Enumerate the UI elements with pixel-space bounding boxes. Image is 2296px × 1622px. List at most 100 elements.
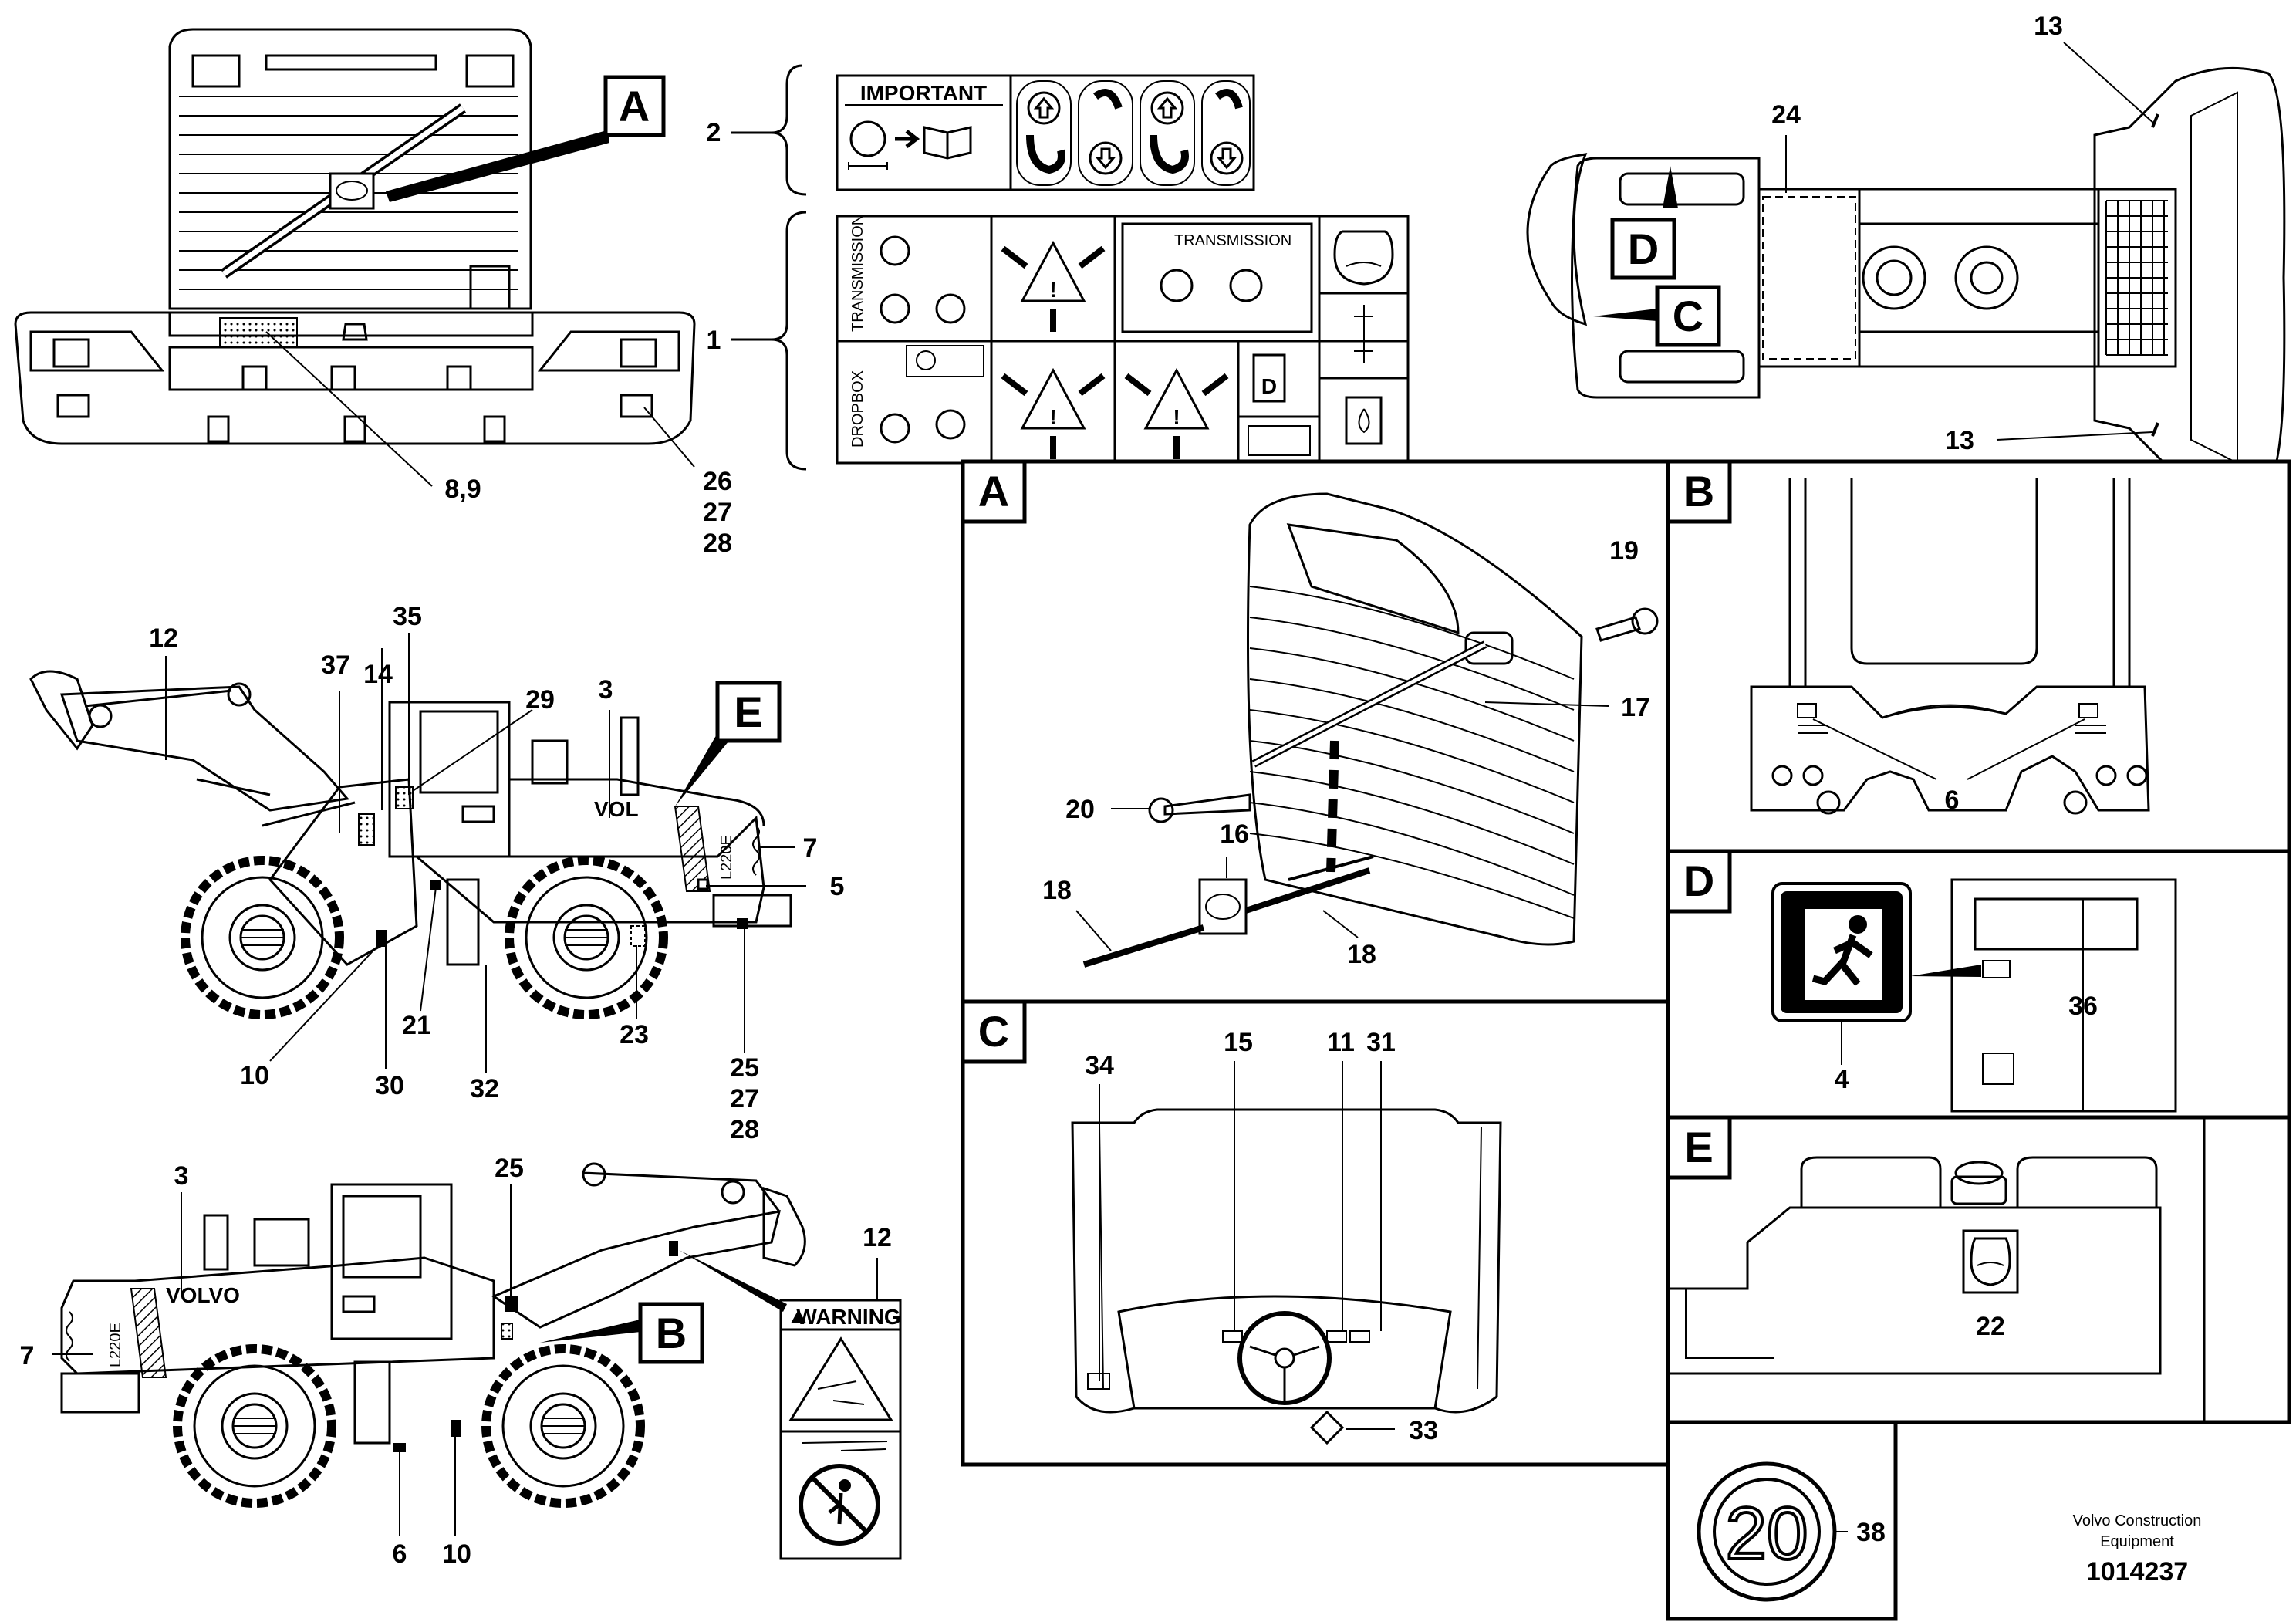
grille-detail-drawing: [1082, 492, 1659, 968]
box-letter-d-top: D: [1628, 225, 1659, 273]
callout-11: 11: [1327, 1028, 1355, 1057]
callout-22: 22: [1976, 1312, 2005, 1341]
callout-2: 2: [707, 118, 721, 147]
side-view-right-drawing: VOLVO L220E: [60, 1162, 806, 1508]
transmission-vertical-label: TRANSMISSION: [849, 215, 866, 332]
box-letter-b-side: B: [656, 1309, 687, 1357]
panel-c-letter: C: [978, 1007, 1009, 1056]
leader-a-main: [386, 130, 609, 202]
callout-6-panel-b: 6: [1945, 786, 1960, 815]
emergency-exit-decal: [1771, 882, 1912, 1022]
box-letter-c-top: C: [1673, 292, 1703, 340]
box-letter-a-main: A: [619, 82, 650, 130]
callout-1: 1: [707, 326, 721, 355]
rear-grille-grid: [2105, 200, 2168, 356]
front-view-drawing: [14, 28, 696, 445]
callout-18-right: 18: [1347, 940, 1376, 969]
detail-panel-e: [1666, 1115, 2291, 1424]
callout-38: 38: [1856, 1518, 1886, 1547]
footer-company-line2: Equipment: [2100, 1533, 2174, 1550]
callout-29: 29: [525, 685, 555, 715]
dropbox-vertical-label: DROPBOX: [849, 370, 866, 448]
svg-text:!: !: [1173, 405, 1180, 429]
callout-27-side-a: 27: [730, 1084, 759, 1113]
leader-18-left: [1075, 910, 1112, 951]
fuel-d-letter: D: [1261, 374, 1277, 398]
detail-panel-d: [1666, 849, 2291, 1120]
warning-decal-text: WARNING: [796, 1305, 900, 1329]
hatched-decal-side-b: [130, 1288, 167, 1378]
callout-37: 37: [321, 650, 350, 680]
callout-4: 4: [1835, 1065, 1849, 1094]
callout-20: 20: [1065, 795, 1095, 824]
callout-14: 14: [363, 660, 393, 689]
panel-e-letter: E: [1684, 1123, 1713, 1171]
leader-6-left: [1812, 718, 1937, 780]
callout-34: 34: [1085, 1051, 1114, 1080]
lifting-eye-icons: [1016, 80, 1251, 186]
callout-23: 23: [620, 1020, 649, 1049]
volvo-logo-badge: [329, 172, 375, 210]
callout-33: 33: [1409, 1416, 1438, 1445]
callout-5: 5: [830, 872, 845, 901]
rear-wheel-side-a: [505, 856, 668, 1019]
cab-door-detail: [1950, 878, 2177, 1113]
leader-c-top: [1593, 309, 1657, 321]
detail-panel-b: [1666, 459, 2291, 853]
callout-31: 31: [1366, 1028, 1396, 1057]
leader-6-right: [1967, 718, 2085, 780]
decal-37: [358, 813, 375, 846]
speed-limit-sign: 20: [1697, 1461, 1837, 1602]
panel-d-letter: D: [1683, 857, 1714, 905]
leader-e-side: [675, 733, 729, 806]
callout-28-side-a: 28: [730, 1115, 759, 1144]
callout-25-side-b: 25: [495, 1154, 524, 1183]
callout-13-bottom: 13: [1945, 426, 1974, 455]
callout-12-side-a: 12: [149, 623, 178, 653]
callout-26: 26: [703, 467, 732, 496]
callout-17: 17: [1621, 693, 1650, 722]
leader-17: [1484, 701, 1609, 707]
callout-25-side-a: 25: [730, 1053, 759, 1083]
hatched-decal-e: [674, 806, 711, 892]
leader-d-top: [1663, 166, 1678, 208]
decal-29: [395, 786, 414, 809]
side-view-left-drawing: VOL L220E: [29, 670, 792, 1019]
hydraulic-tank-detail: [1670, 1117, 2206, 1422]
callout-19: 19: [1609, 536, 1639, 566]
callout-13-top: 13: [2034, 12, 2063, 41]
transmission-box-label: TRANSMISSION: [1174, 232, 1292, 249]
speed-sign-number: 20: [1726, 1492, 1808, 1575]
decal-set-2: IMPORTANT: [731, 64, 1255, 196]
drawing-number: 1014237: [2086, 1557, 2188, 1587]
callout-10-side-b: 10: [442, 1539, 471, 1569]
svg-text:!: !: [1049, 278, 1056, 302]
callout-7-side-b: 7: [20, 1341, 35, 1370]
leader-b-side: [540, 1320, 640, 1343]
warning-triangle-icons: ! ! !: [1001, 240, 1229, 459]
loader-frame-detail: [1750, 478, 2150, 815]
grille-badge-16: [1198, 878, 1248, 935]
side-a-leaders: [165, 633, 806, 1073]
front-wheel-side-a: [181, 856, 344, 1019]
callout-7-side-a: 7: [803, 833, 818, 863]
callout-15: 15: [1224, 1028, 1253, 1057]
warning-decal: WARNING: [779, 1299, 902, 1560]
leader-8-9: [265, 331, 433, 487]
callout-3-side-a: 3: [599, 675, 613, 705]
callout-24: 24: [1771, 100, 1801, 130]
important-decal-text: IMPORTANT: [860, 81, 987, 105]
box-letter-e-side: E: [734, 688, 762, 736]
leader-warning-decal: [679, 1250, 787, 1312]
callout-28-top: 28: [703, 529, 732, 558]
model-label-b: L220E: [107, 1323, 124, 1367]
callout-18-left: 18: [1042, 876, 1072, 905]
callout-36: 36: [2068, 992, 2098, 1021]
panel-b-letter: B: [1683, 467, 1714, 515]
callout-32: 32: [470, 1074, 499, 1103]
cab-interior-drawing: [1071, 1108, 1502, 1445]
leader-26: [643, 407, 695, 468]
decal-8-9: [219, 317, 298, 348]
front-wheel-side-b: [173, 1344, 336, 1508]
callout-30: 30: [375, 1071, 404, 1100]
